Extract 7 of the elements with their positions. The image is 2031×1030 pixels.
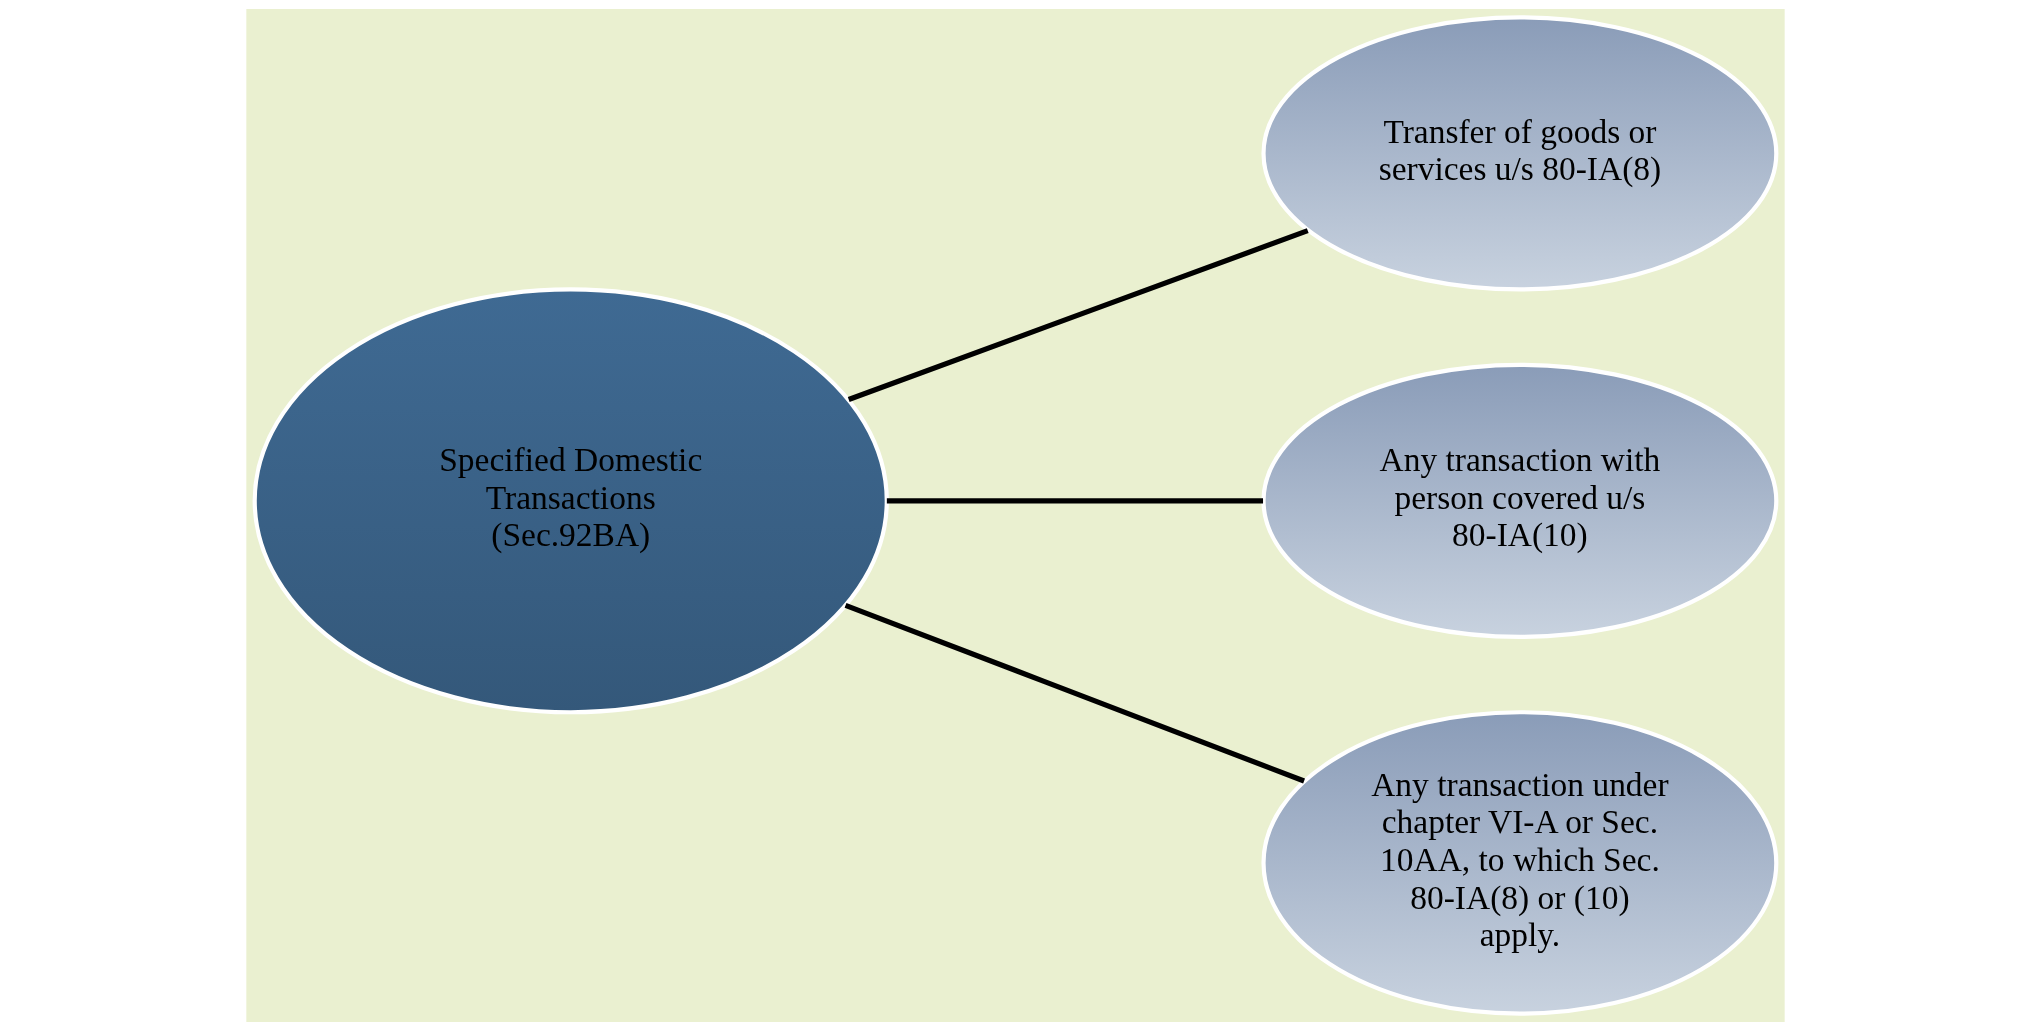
node-ellipse: Specified Domestic Transactions (Sec.92BA) <box>252 286 889 714</box>
node-ellipse: Any transaction under chapter VI-A or Sec. 10AA, to which Sec. 80-IA(8) or (10) apply. <box>1261 709 1779 1016</box>
connector <box>847 227 1309 402</box>
node-ellipse: Transfer of goods or services u/s 80-IA(8) <box>1261 14 1779 292</box>
connector <box>886 497 1264 503</box>
connector <box>844 602 1305 783</box>
node-ellipse: Any transaction with person covered u/s 80-IA(10) <box>1261 362 1779 639</box>
